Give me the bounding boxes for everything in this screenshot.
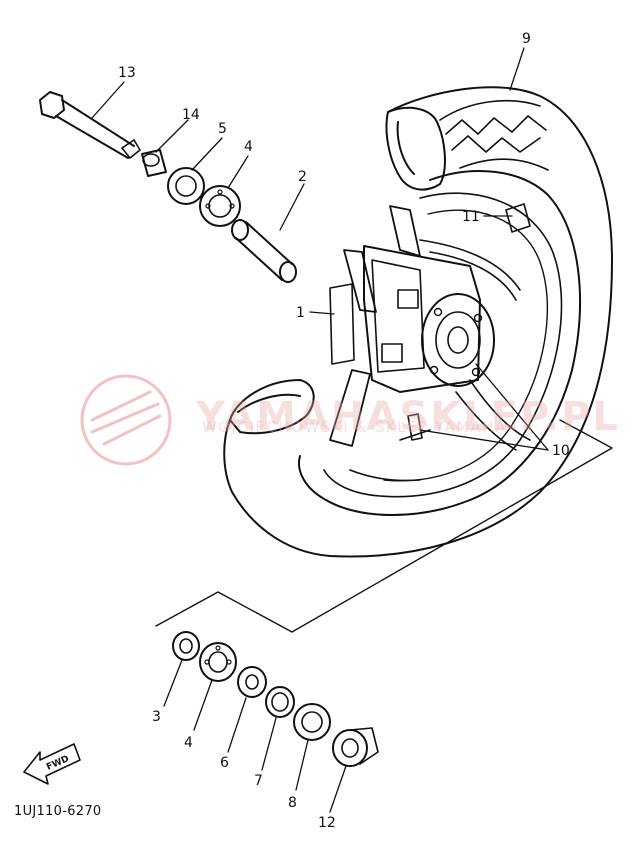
watermark-logo [80,374,172,466]
callout-4-top: 4 [244,139,253,155]
callout-7: 7 [254,773,263,789]
callout-1: 1 [296,305,305,321]
callout-12: 12 [318,815,336,831]
collar-lower [332,727,379,767]
callout-9: 9 [522,31,531,47]
bearing-lower [199,642,237,682]
oil-seal [167,167,205,205]
callout-4-bottom: 4 [184,735,193,751]
callout-6: 6 [220,755,229,771]
watermark-text: YAMAHASKLEP.PL [196,394,620,440]
spacer [231,219,297,283]
gear-unit [265,686,295,718]
balance-weight [505,203,531,233]
tire [223,86,613,558]
axle [39,91,141,159]
bearing-upper [199,185,241,227]
callout-14: 14 [182,107,200,123]
callout-5: 5 [218,121,227,137]
fwd-arrow-icon [23,743,81,785]
oil-seal-lower [293,703,331,741]
callout-10: 10 [552,443,570,459]
bearing-3 [172,631,200,661]
watermark-subtext: WOJCIECHOWSKI & SKLEP YAMAHA [202,418,507,436]
section-bracket [155,419,613,633]
callout-11: 11 [462,209,480,225]
callout-3: 3 [152,709,161,725]
retainer [237,666,267,698]
callout-8: 8 [288,795,297,811]
drawing-code: 1UJ110-6270 [14,804,102,819]
callout-13: 13 [118,65,136,81]
wheel-hub [329,205,531,482]
callout-2: 2 [298,169,307,185]
collar [141,149,167,177]
